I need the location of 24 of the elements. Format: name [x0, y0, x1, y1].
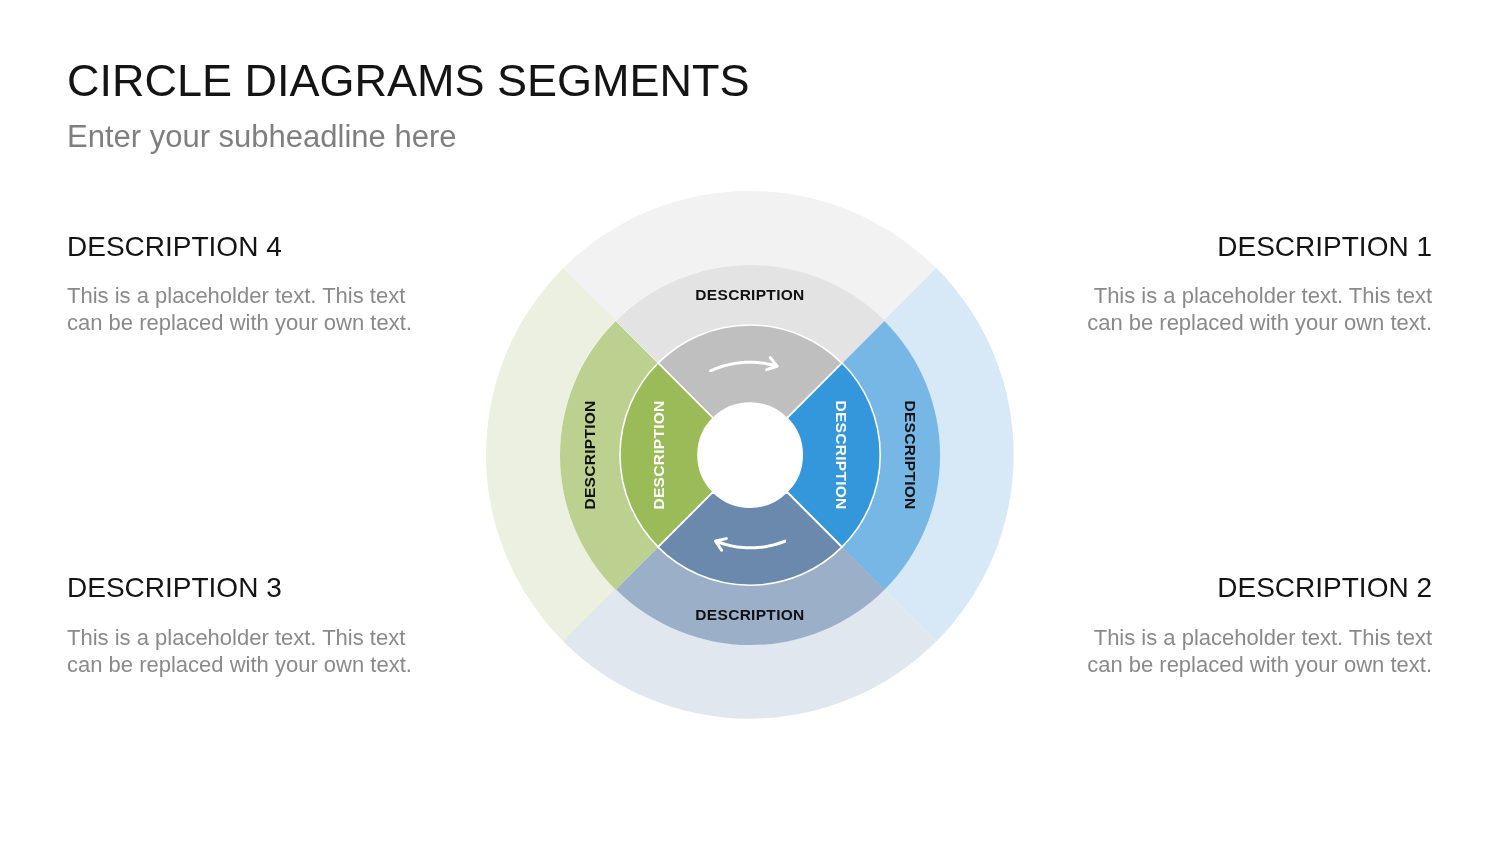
- ring-segment: [786, 363, 880, 547]
- segment-label: DESCRIPTION: [832, 400, 850, 510]
- segment-label: DESCRIPTION: [650, 400, 668, 510]
- segment-label: DESCRIPTION: [581, 400, 599, 510]
- description-text: This is a placeholder text. This text can be replaced with your own text.: [1086, 624, 1432, 678]
- segment-label: DESCRIPTION: [695, 286, 805, 304]
- ring-segment: [620, 363, 714, 547]
- title: CIRCLE DIAGRAMS SEGMENTS: [67, 54, 750, 108]
- ring-segment: [563, 589, 937, 719]
- section-heading: DESCRIPTION 2: [1217, 572, 1432, 604]
- ring-segment: [884, 268, 1014, 642]
- ring-segment: [486, 268, 616, 642]
- description-text: This is a placeholder text. This text can be replaced with your own text.: [67, 282, 413, 336]
- subtitle: Enter your subheadline here: [67, 119, 457, 155]
- section-heading: DESCRIPTION 4: [67, 231, 282, 263]
- ring-segment: [615, 546, 885, 645]
- segment-label: DESCRIPTION: [901, 400, 919, 510]
- description-text: This is a placeholder text. This text can be replaced with your own text.: [1086, 282, 1432, 336]
- ring-segment: [615, 265, 885, 364]
- section-heading: DESCRIPTION 1: [1217, 231, 1432, 263]
- ring-segment: [563, 191, 937, 321]
- section-heading: DESCRIPTION 3: [67, 572, 282, 604]
- description-text: This is a placeholder text. This text can be replaced with your own text.: [67, 624, 413, 678]
- segment-label: DESCRIPTION: [695, 606, 805, 624]
